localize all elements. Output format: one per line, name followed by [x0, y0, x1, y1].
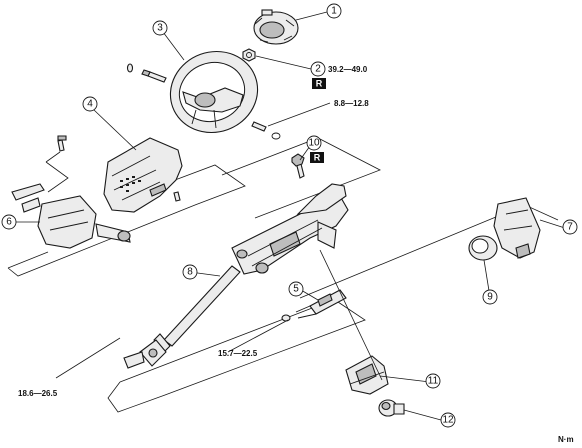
- callout-6: 6: [1, 214, 17, 230]
- torque-unit-label: N·m: [558, 435, 574, 444]
- svg-text:2: 2: [315, 64, 321, 75]
- svg-text:3: 3: [157, 23, 163, 34]
- part-5-connector: [281, 289, 347, 322]
- callout-12: 12: [440, 412, 456, 428]
- callout-8: 8: [182, 264, 198, 280]
- part-2-nut: [242, 48, 256, 62]
- svg-text:R: R: [314, 153, 321, 163]
- torque-label-column-nut: 15.7—22.5: [218, 349, 258, 358]
- part-11-steering-lock: [345, 355, 389, 395]
- callout-9: 9: [482, 289, 498, 305]
- callout-4: 4: [82, 96, 98, 112]
- torque-label-joint-bolt: 18.6—26.5: [18, 389, 58, 398]
- callout-1: 1: [326, 3, 342, 19]
- svg-text:8: 8: [187, 267, 193, 278]
- svg-text:7: 7: [567, 222, 573, 233]
- svg-text:5: 5: [293, 284, 299, 295]
- svg-text:12: 12: [442, 415, 454, 426]
- callout-11: 11: [425, 373, 441, 389]
- svg-text:6: 6: [6, 217, 12, 228]
- callout-3: 3: [152, 20, 168, 36]
- callout-2: 2: [310, 61, 326, 77]
- torque-label-nut: 39.2—49.0: [328, 65, 368, 74]
- group-outlines: [7, 137, 559, 413]
- part-4-column-cover: [57, 135, 183, 213]
- replace-marker-nut: R: [312, 78, 326, 89]
- svg-text:1: 1: [331, 6, 337, 17]
- part-12-key-cylinder: [378, 399, 405, 417]
- part-8-steering-column: [123, 183, 349, 369]
- svg-text:9: 9: [487, 292, 493, 303]
- leader-lines: [14, 11, 569, 421]
- part-7-lower-cover: [493, 197, 541, 259]
- svg-text:R: R: [316, 79, 323, 89]
- svg-text:10: 10: [308, 138, 320, 149]
- part-6-combination-switch: [11, 183, 131, 249]
- replace-marker-bolt: R: [310, 152, 324, 163]
- part-3-steering-wheel: [126, 50, 281, 140]
- svg-text:11: 11: [428, 376, 439, 387]
- part-1-airbag-module: [253, 9, 299, 45]
- callout-10: 10: [306, 135, 322, 151]
- part-10-bolt: [291, 153, 305, 179]
- part-9-bushing: [468, 235, 498, 261]
- callout-7: 7: [562, 219, 578, 235]
- svg-text:4: 4: [87, 99, 93, 110]
- callout-5: 5: [288, 281, 304, 297]
- torque-label-wheel-screw: 8.8—12.8: [334, 99, 369, 108]
